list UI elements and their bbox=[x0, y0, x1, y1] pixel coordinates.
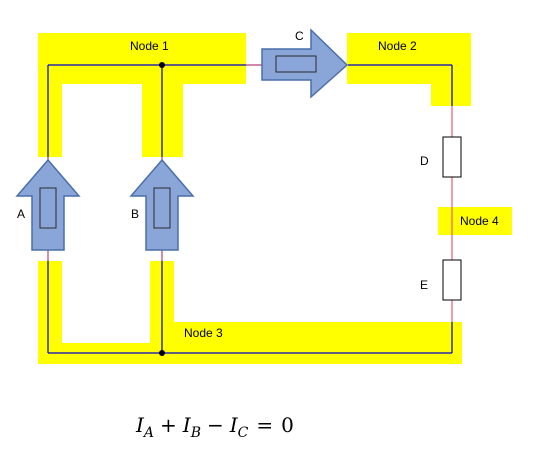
eq-sub-b: B bbox=[190, 425, 201, 441]
eq-current-b: I bbox=[182, 413, 192, 437]
node-1-label: Node 1 bbox=[130, 39, 169, 53]
kcl-equation: IA+IB−IC=0 bbox=[135, 413, 294, 441]
resistor-b bbox=[153, 187, 171, 229]
eq-current-a: I bbox=[135, 413, 145, 437]
label-b: B bbox=[131, 207, 139, 221]
label-a: A bbox=[17, 207, 25, 221]
wires bbox=[47, 64, 453, 354]
resistor-c bbox=[275, 55, 317, 73]
resistor-d bbox=[442, 136, 462, 178]
junction-node-1 bbox=[159, 62, 165, 68]
eq-sub-c: C bbox=[238, 425, 249, 441]
eq-sub-a: A bbox=[142, 425, 154, 441]
label-d: D bbox=[420, 154, 429, 168]
node-4-label: Node 4 bbox=[460, 214, 499, 228]
node-2-label: Node 2 bbox=[378, 39, 417, 53]
eq-equals: = bbox=[256, 413, 273, 437]
resistor-a bbox=[39, 187, 57, 229]
node-2-region bbox=[347, 33, 471, 106]
node-4-region bbox=[438, 207, 512, 235]
junction-node-3 bbox=[159, 350, 165, 356]
label-c: C bbox=[295, 29, 304, 43]
eq-minus: − bbox=[207, 413, 224, 437]
eq-plus: + bbox=[160, 413, 177, 437]
resistor-e bbox=[442, 259, 462, 301]
node-3-label: Node 3 bbox=[184, 326, 223, 340]
node-1-region bbox=[38, 33, 246, 157]
eq-current-c: I bbox=[229, 413, 239, 437]
wires-pink bbox=[47, 64, 453, 322]
label-e: E bbox=[420, 278, 428, 292]
node-3-region bbox=[38, 261, 462, 364]
eq-zero: 0 bbox=[281, 413, 294, 437]
